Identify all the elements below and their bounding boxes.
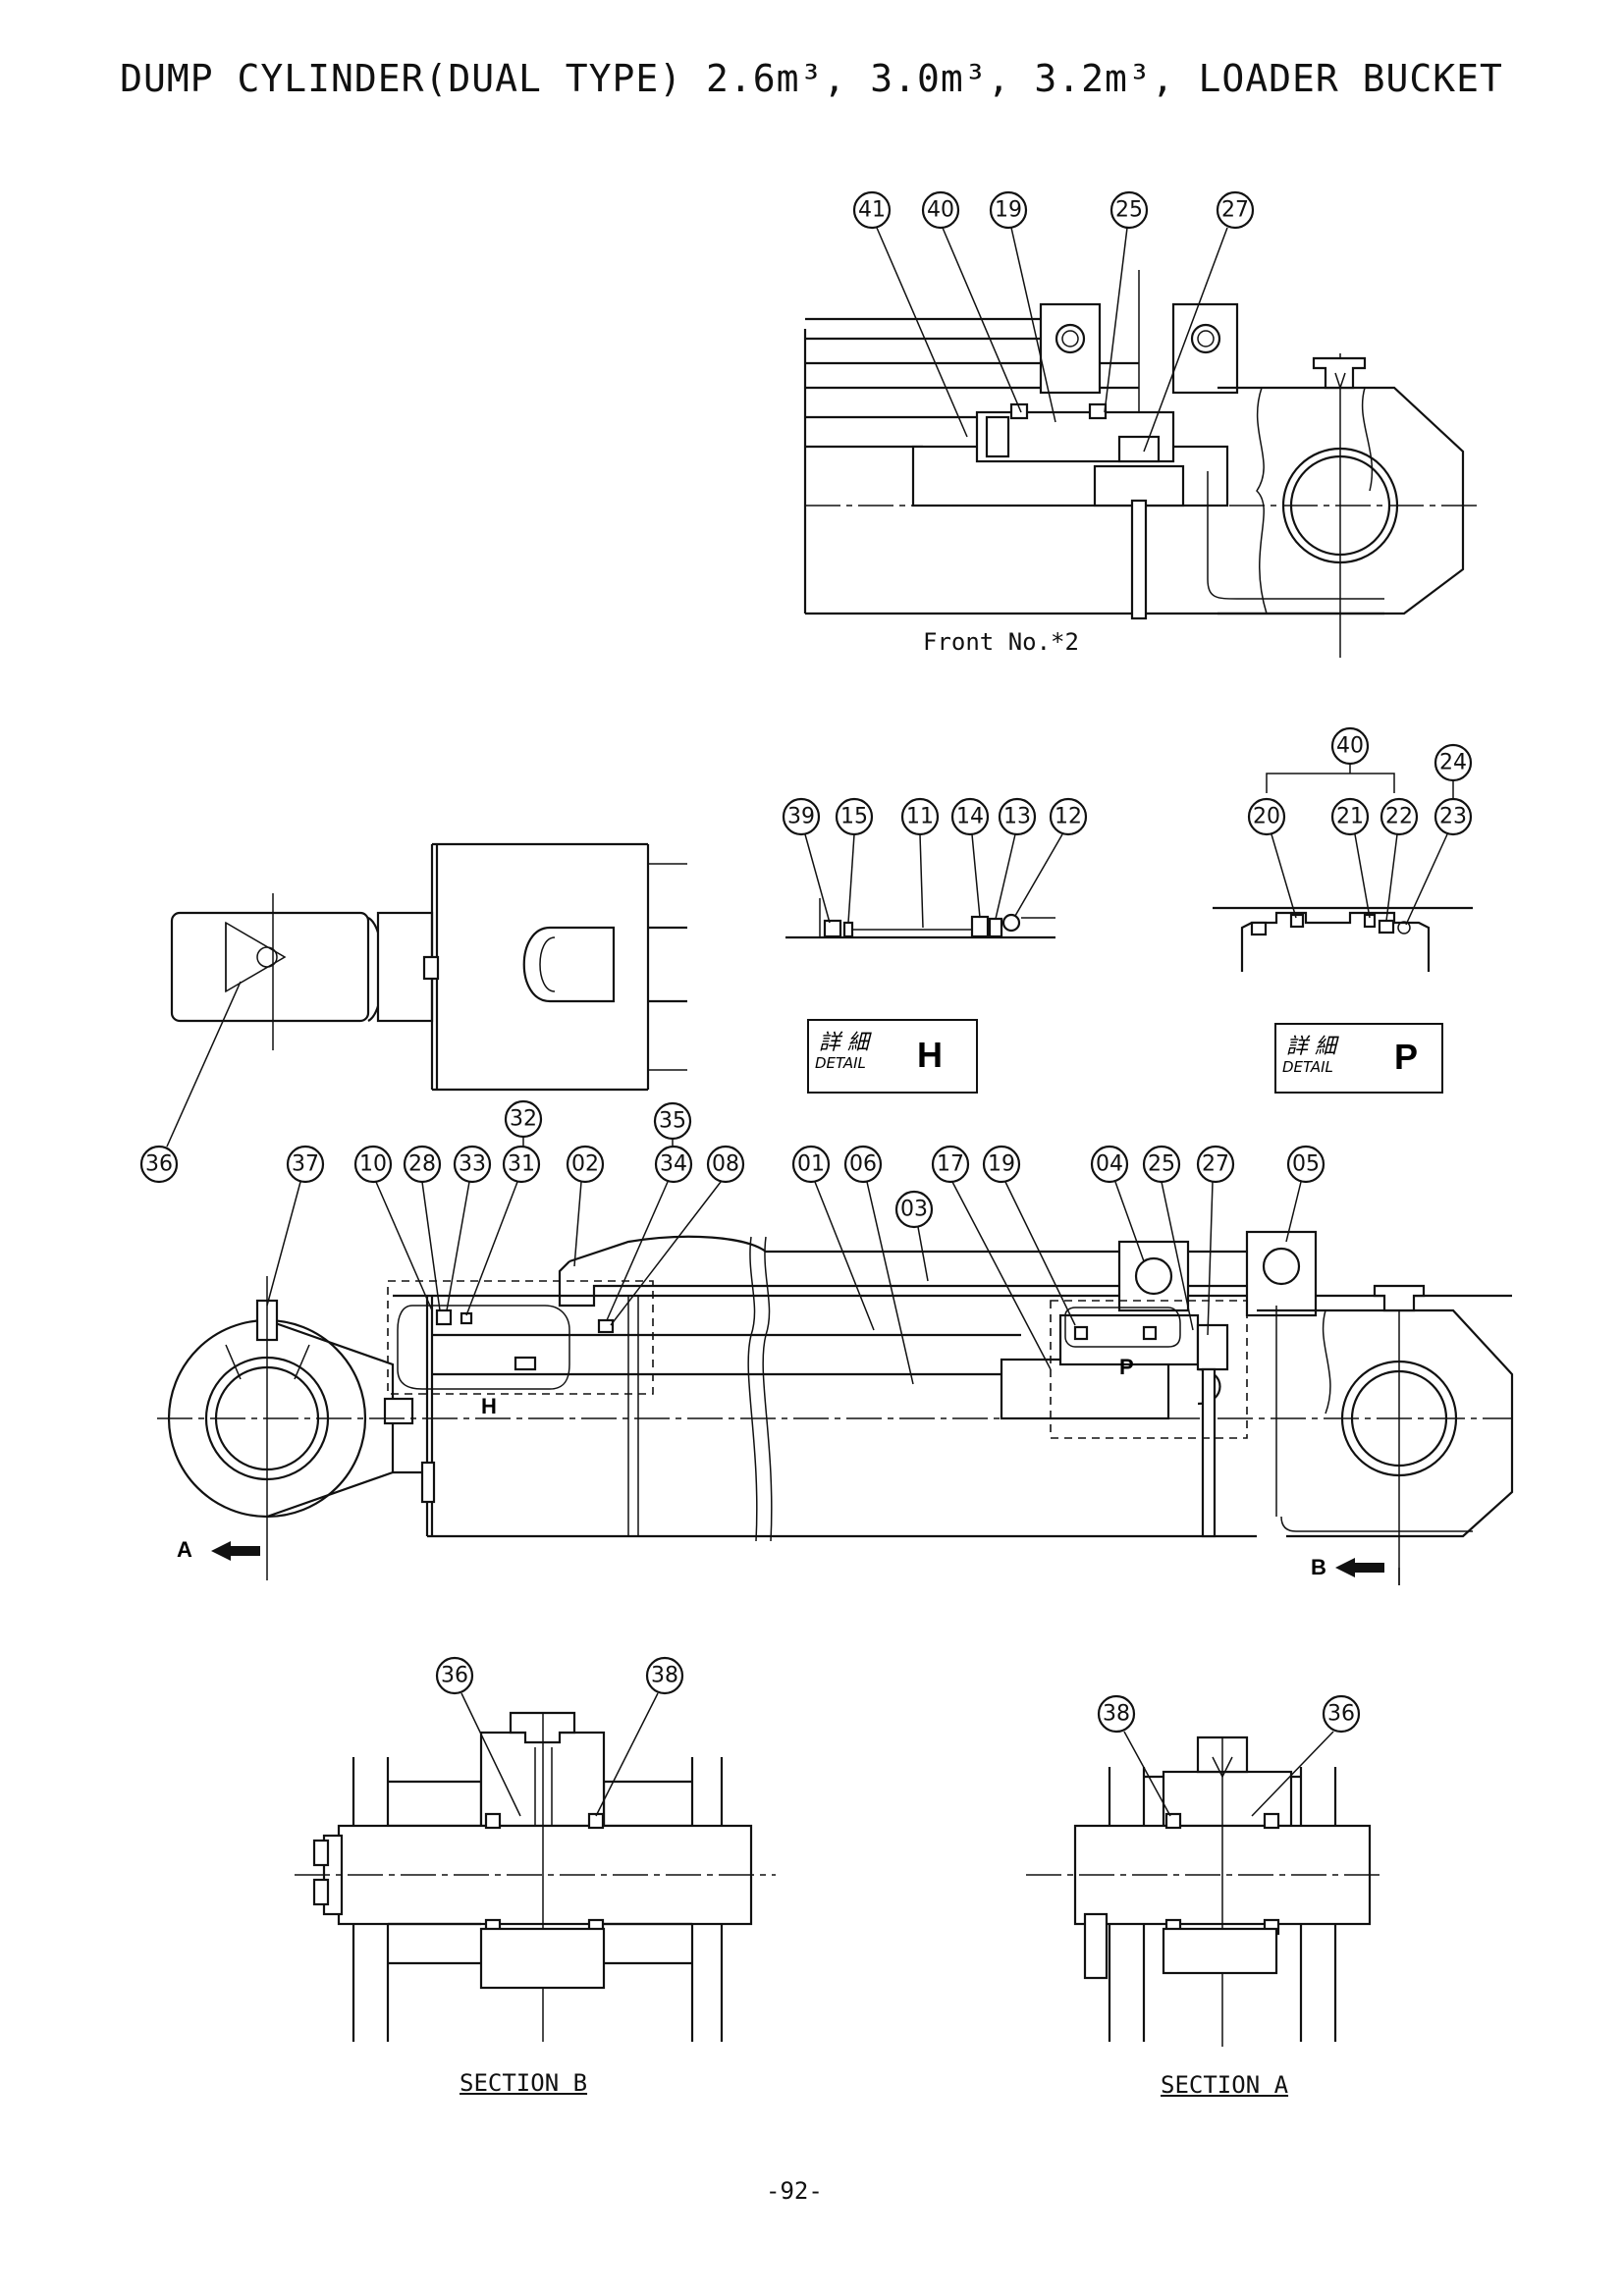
- detail-h-label: 詳 細 DETAIL H: [807, 1019, 978, 1094]
- view-arrow-a: A: [177, 1537, 192, 1562]
- detail-p-label: 詳 細 DETAIL P: [1274, 1023, 1443, 1094]
- balloon-39: 39: [787, 805, 815, 829]
- section-a-drawing: 38 36: [1026, 1694, 1384, 2047]
- balloon-05: 05: [1292, 1152, 1320, 1177]
- region-h-label: H: [481, 1394, 497, 1418]
- balloon-06: 06: [849, 1152, 877, 1177]
- balloon-20: 20: [1253, 805, 1280, 829]
- balloon-13: 13: [1003, 805, 1031, 829]
- section-b-caption: SECTION B: [460, 2069, 588, 2097]
- main-balloons: 32 35 36 37 10 28 33 31 02 34 08 01 06 0…: [139, 981, 1325, 1385]
- main-cylinder-drawing: [157, 1230, 1514, 1585]
- balloon-23: 23: [1439, 805, 1467, 829]
- end-view-drawing: [170, 842, 687, 1092]
- balloon-31: 31: [508, 1152, 535, 1177]
- balloon-33: 33: [459, 1152, 486, 1177]
- front-detail-view: [803, 270, 1483, 658]
- detail-h-en: DETAIL: [815, 1054, 866, 1072]
- page-number: -92-: [766, 2177, 823, 2205]
- detail-p-drawing: 40 24 20 21 22 23: [1213, 726, 1473, 972]
- page-title: DUMP CYLINDER(DUAL TYPE) 2.6m³, 3.0m³, 3…: [120, 57, 1503, 100]
- balloon-22: 22: [1385, 805, 1413, 829]
- top-balloons: 41 40 19 25 27: [852, 190, 1255, 453]
- balloon-32: 32: [510, 1107, 537, 1132]
- balloon-10: 10: [359, 1152, 387, 1177]
- detail-p-en: DETAIL: [1282, 1058, 1333, 1076]
- balloon-12: 12: [1055, 805, 1082, 829]
- detail-h-letter: H: [917, 1035, 943, 1075]
- balloon-24: 24: [1439, 751, 1467, 775]
- balloon-08: 08: [712, 1152, 739, 1177]
- detail-p-letter: P: [1394, 1037, 1419, 1077]
- balloon-36: 36: [441, 1664, 468, 1688]
- balloon-25: 25: [1115, 198, 1143, 223]
- balloon-21: 21: [1336, 805, 1364, 829]
- balloon-27: 27: [1202, 1152, 1229, 1177]
- region-p-label: P: [1119, 1355, 1134, 1379]
- balloon-38: 38: [651, 1664, 678, 1688]
- balloon-34: 34: [660, 1152, 687, 1177]
- balloon-14: 14: [956, 805, 984, 829]
- balloon-27: 27: [1221, 198, 1249, 223]
- front-note: Front No.*2: [923, 628, 1079, 656]
- balloon-03: 03: [900, 1198, 928, 1222]
- balloon-17: 17: [937, 1152, 964, 1177]
- section-a-caption: SECTION A: [1161, 2071, 1289, 2099]
- balloon-01: 01: [797, 1152, 825, 1177]
- detail-h-drawing: 39 15 11 14 13 12: [782, 797, 1088, 939]
- detail-h-jp: 詳 細: [819, 1031, 869, 1055]
- balloon-36: 36: [1327, 1702, 1355, 1727]
- balloon-11: 11: [906, 805, 934, 829]
- balloon-40: 40: [1336, 734, 1364, 759]
- balloon-25: 25: [1148, 1152, 1175, 1177]
- balloon-19: 19: [995, 198, 1022, 223]
- balloon-19: 19: [988, 1152, 1015, 1177]
- balloon-38: 38: [1103, 1702, 1130, 1727]
- balloon-41: 41: [858, 198, 886, 223]
- balloon-37: 37: [292, 1152, 319, 1177]
- balloon-04: 04: [1096, 1152, 1123, 1177]
- balloon-35: 35: [659, 1109, 686, 1134]
- balloon-28: 28: [408, 1152, 436, 1177]
- balloon-36: 36: [145, 1152, 173, 1177]
- detail-p-jp: 詳 細: [1286, 1035, 1336, 1059]
- balloon-40: 40: [927, 198, 954, 223]
- balloon-02: 02: [571, 1152, 599, 1177]
- view-arrow-b: B: [1311, 1555, 1326, 1579]
- section-b-drawing: 36 38: [295, 1656, 776, 2042]
- balloon-15: 15: [840, 805, 868, 829]
